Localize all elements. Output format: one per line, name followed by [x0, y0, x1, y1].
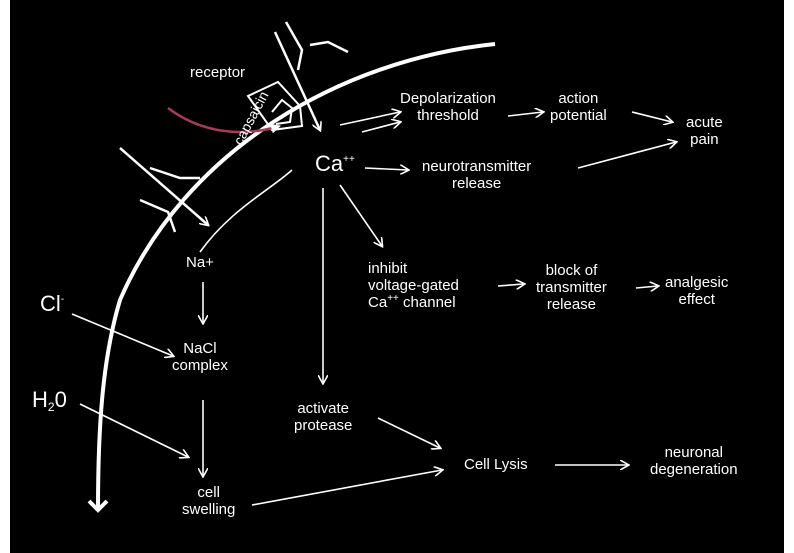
arrow-cell-lysis: [252, 470, 442, 505]
cl-ion-label: Cl-: [40, 292, 64, 316]
arrow-neuro-acute: [578, 142, 676, 168]
arrow-ca-depolarization: [340, 112, 400, 125]
receptor-to-na-line: [200, 170, 292, 252]
arrow-cl-nacl: [72, 314, 173, 356]
arrow-ca-neurotransmitter: [365, 168, 408, 170]
arrow-inhibit-block: [498, 284, 524, 286]
arrow-protease-lysis: [378, 418, 440, 448]
arrow-ca-depolarization-2: [362, 122, 400, 132]
ca-ion-label: Ca++: [315, 152, 355, 176]
arrow-h2o-cell: [80, 404, 188, 457]
arrow-depol-action: [508, 112, 543, 116]
na-ion-label: Na+: [186, 254, 214, 271]
arrow-action-acute: [632, 112, 672, 122]
receptor-label: receptor: [190, 64, 245, 81]
arrow-ca-inhibit: [340, 185, 382, 246]
cell-lysis-label: Cell Lysis: [464, 456, 528, 473]
water-label: H20: [32, 388, 67, 415]
arrow-block-analgesic: [636, 286, 658, 288]
